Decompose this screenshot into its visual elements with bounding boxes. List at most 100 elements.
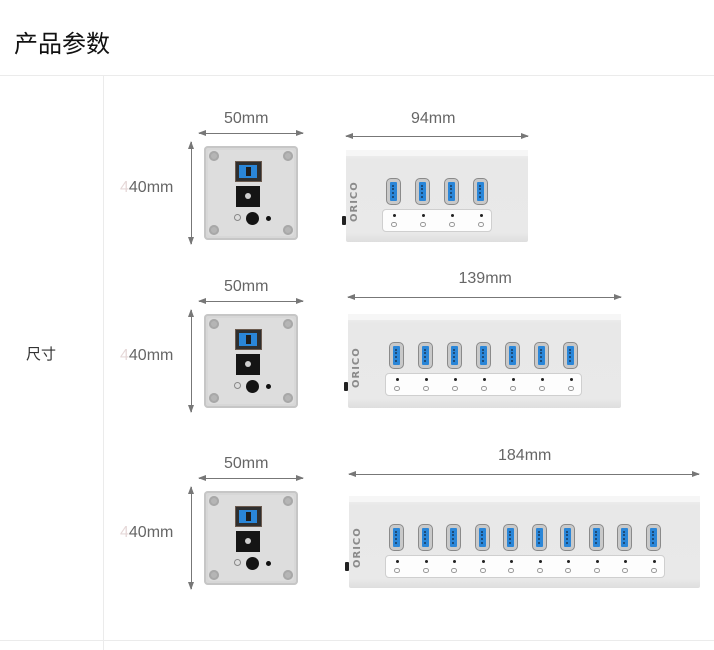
screw-icon [283,319,293,329]
usb-a-port [415,178,430,205]
depth-label: 50mm [224,278,269,295]
port-switch-icon [565,568,571,573]
height-arrow [188,486,194,590]
usb-a-port [476,342,491,369]
hub-side-switch [345,562,349,571]
dc-power-jack [236,531,260,552]
brand-logo: ORICO [352,527,363,568]
height-label: 440mm [120,347,173,365]
usb-a-port [534,342,549,369]
usb-b-port [235,506,262,527]
height-arrow [188,309,194,413]
section-title: 产品参数 [14,30,110,58]
port-indicator-strip [385,555,665,578]
port-led-icon [595,560,599,563]
height-label: 440mm [120,179,173,197]
screw-icon [283,570,293,580]
port-led-icon [451,214,454,217]
hub-side-panel [204,314,298,408]
port-led-icon [538,560,542,563]
depth-label: 50mm [224,455,269,472]
port-led-icon [652,560,656,563]
port-switch-icon [420,222,426,227]
port-switch-icon [481,386,487,391]
port-led-icon [483,378,486,381]
usb-b-port [235,161,262,182]
usb-a-port [389,524,404,551]
usb-a-port [563,342,578,369]
usb-a-port [473,178,488,205]
port-switch-icon [391,222,397,227]
port-switch-icon [568,386,574,391]
port-switch-icon [478,222,484,227]
screw-icon [209,496,219,506]
spec-label-size: 尺寸 [26,345,57,363]
brand-logo: ORICO [351,347,362,388]
height-label-value: 40mm [128,347,174,364]
screw-icon [283,496,293,506]
port-switch-icon [539,386,545,391]
hub-side-panel [204,491,298,585]
power-symbol-icon [234,382,241,389]
power-button [246,212,259,225]
height-label-ghost-digit: 4 [120,347,129,364]
usb-a-port [446,524,461,551]
port-led-icon [453,560,456,563]
port-switch-icon [451,568,457,573]
usb-a-port [505,342,520,369]
port-indicator-strip [385,373,582,396]
usb-b-insert [239,333,257,346]
power-button [246,380,259,393]
usb-a-port [474,524,490,551]
width-label: 184mm [498,447,552,464]
port-led-icon [425,378,428,381]
brand-logo: ORICO [349,181,360,222]
usb-a-port [444,178,459,205]
depth-label: 50mm [224,110,269,127]
port-led-icon [624,560,627,563]
port-switch-icon [536,568,543,573]
port-switch-icon [508,568,514,573]
hub-top-edge [349,496,700,502]
depth-arrow [198,130,304,136]
hub-side-switch [342,216,346,225]
power-button [246,557,259,570]
usb-a-port [560,524,575,551]
usb-hub-front: ORICO [344,314,621,408]
port-switch-icon [449,222,455,227]
height-arrow [188,141,194,245]
port-led-icon [396,560,399,563]
power-symbol-icon [234,559,241,566]
port-led-icon [567,560,570,563]
usb-a-port [645,524,661,551]
width-label: 94mm [411,110,456,127]
port-switch-icon [650,568,657,573]
hub-side-switch [344,382,348,391]
port-switch-icon [593,568,600,573]
usb-a-port [389,342,404,369]
usb-a-port [447,342,462,369]
depth-arrow [198,298,304,304]
port-led-icon [424,560,428,563]
port-switch-icon [394,568,400,573]
screw-icon [209,151,219,161]
table-top-divider [0,75,714,76]
port-switch-icon [422,568,429,573]
screw-icon [209,319,219,329]
usb-a-port [503,524,518,551]
port-led-icon [512,378,515,381]
port-indicator-strip [382,209,492,232]
width-arrow [348,471,700,477]
port-led-icon [393,214,396,217]
usb-a-port [418,342,433,369]
usb-a-port [417,524,433,551]
power-led [266,561,271,566]
screw-icon [209,570,219,580]
usb-b-insert [239,510,257,523]
usb-hub-front: ORICO [345,496,700,588]
usb-hub-front: ORICO [342,150,528,242]
port-switch-icon [423,386,429,391]
height-label-value: 40mm [128,179,174,196]
port-led-icon [422,214,425,217]
depth-arrow [198,475,304,481]
